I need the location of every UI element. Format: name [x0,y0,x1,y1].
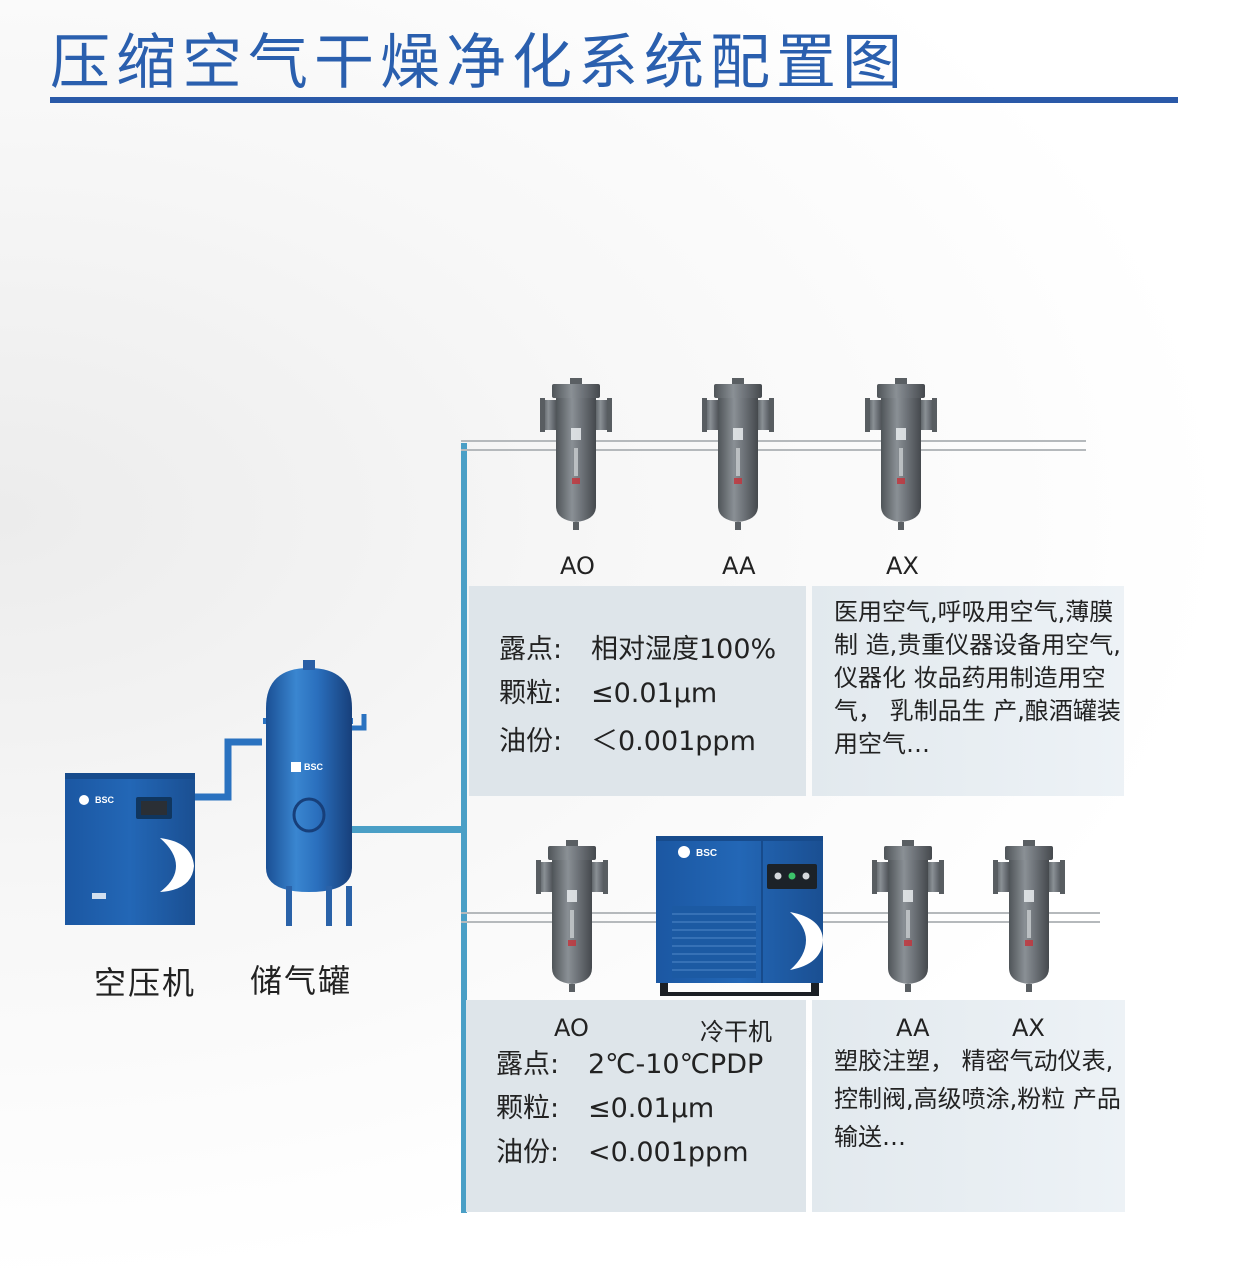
upper-spec-dew-point: 露点:相对湿度100% [499,634,777,665]
air-tank: BSC [263,660,367,926]
compressor-label: 空压机 [94,964,197,1002]
tank-badge: BSC [304,762,324,772]
upper-filter-label-ax: AX [886,552,919,580]
lower-label-aa: AA [896,1014,930,1042]
page-title: 压缩空气干燥净化系统配置图 [50,28,908,98]
filter-aa-upper [702,378,774,530]
filter-ax-upper [865,378,937,530]
compressor-badge: BSC [95,795,115,805]
upper-spec-panel: 露点:相对湿度100% 颗粒:≤0.01μm 油份:＜0.001ppm [469,586,806,796]
upper-application-panel: 医用空气,呼吸用空气,薄膜制 造,贵重仪器设备用空气,仪器化 妆品药用制造用空气… [812,586,1124,796]
lower-spec-particle: 颗粒:≤0.01μm [496,1093,715,1124]
lower-label-ao: AO [554,1014,589,1042]
upper-spec-oil: 油份:＜0.001ppm [499,726,756,757]
upper-spec-particle: 颗粒:≤0.01μm [499,678,718,709]
lower-spec-dew-point: 露点:2℃-10℃PDP [496,1049,764,1080]
filter-ax-lower [993,840,1065,992]
lower-spec-panel: AO 冷干机 露点:2℃-10℃PDP 颗粒:≤0.01μm 油份:<0.001… [466,1000,806,1212]
lower-spec-oil: 油份:<0.001ppm [496,1137,749,1168]
upper-filter-label-ao: AO [560,552,595,580]
lower-applications: 塑胶注塑， 精密气动仪表, 控制阀,高级喷涂,粉粒 产品输送… [834,1047,1121,1151]
filter-ao-upper [540,378,612,530]
refrigerated-dryer: BSC [656,836,823,996]
lower-label-ax: AX [1012,1014,1045,1042]
filter-aa-lower [872,840,944,992]
title-underline [50,97,1178,103]
upper-applications: 医用空气,呼吸用空气,薄膜制 造,贵重仪器设备用空气,仪器化 妆品药用制造用空气… [834,598,1121,758]
upper-filter-label-aa: AA [722,552,756,580]
lower-application-panel: AA AX 塑胶注塑， 精密气动仪表, 控制阀,高级喷涂,粉粒 产品输送… [812,1000,1125,1212]
filter-ao-lower [536,840,608,992]
lower-label-dryer: 冷干机 [700,1018,772,1046]
tank-outlet-pipe [350,826,463,833]
main-vertical-pipe [461,443,467,1213]
tank-label: 储气罐 [250,962,353,1000]
air-compressor: BSC [65,773,195,925]
dryer-badge: BSC [696,848,717,859]
